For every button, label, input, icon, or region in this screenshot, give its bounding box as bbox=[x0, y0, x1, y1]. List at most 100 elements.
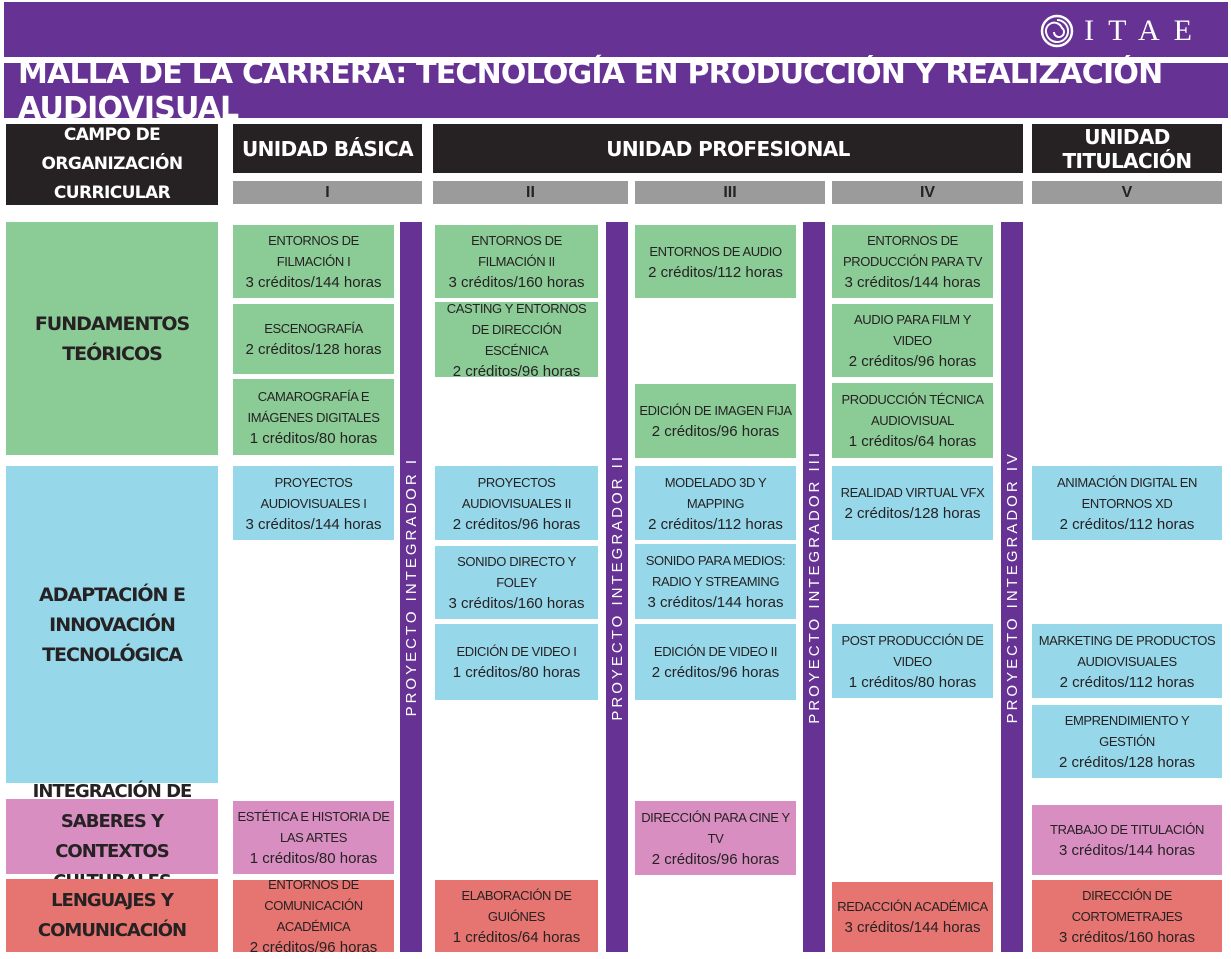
integrator-bar-iii: PROYECTO INTEGRADOR III bbox=[803, 222, 825, 952]
course-card: MARKETING DE PRODUCTOS AUDIOVISUALES 2 c… bbox=[1032, 624, 1222, 698]
category-adaptacion: ADAPTACIÓN E INNOVACIÓN TECNOLÓGICA bbox=[6, 466, 218, 783]
course-credits: 2 créditos/96 horas bbox=[249, 939, 378, 956]
course-card: ENTORNOS DE PRODUCCIÓN PARA TV 3 crédito… bbox=[832, 225, 993, 298]
course-credits: 3 créditos/144 horas bbox=[844, 274, 981, 291]
integrator-label: PROYECTO INTEGRADOR I bbox=[402, 457, 420, 717]
integrator-label: PROYECTO INTEGRADOR III bbox=[805, 450, 823, 724]
course-card: SONIDO DIRECTO Y FOLEY 3 créditos/160 ho… bbox=[435, 546, 598, 619]
course-card: MODELADO 3D Y MAPPING 2 créditos/112 hor… bbox=[635, 466, 796, 540]
course-title: MARKETING DE PRODUCTOS AUDIOVISUALES bbox=[1038, 632, 1216, 669]
course-credits: 2 créditos/96 horas bbox=[452, 515, 581, 533]
course-card: EDICIÓN DE VIDEO II 2 créditos/96 horas bbox=[635, 624, 796, 700]
header-unidad-profesional: UNIDAD PROFESIONAL bbox=[433, 124, 1023, 173]
course-credits: 2 créditos/112 horas bbox=[1059, 515, 1195, 533]
course-card: ESTÉTICA E HISTORIA DE LAS ARTES 1 crédi… bbox=[233, 801, 394, 874]
course-title: ELABORACIÓN DE GUIÓNES bbox=[461, 887, 572, 924]
integrator-bar-iv: PROYECTO INTEGRADOR IV bbox=[1001, 222, 1023, 952]
course-credits: 2 créditos/128 horas bbox=[245, 341, 382, 358]
course-title: ESTÉTICA E HISTORIA DE LAS ARTES bbox=[237, 809, 390, 845]
course-credits: 2 créditos/96 horas bbox=[651, 423, 780, 440]
course-title: DIRECCIÓN PARA CINE Y TV bbox=[641, 809, 790, 846]
course-title: TRABAJO DE TITULACIÓN bbox=[1050, 822, 1204, 837]
course-card: REDACCIÓN ACADÉMICA 3 créditos/144 horas bbox=[832, 882, 993, 952]
semester-ii: II bbox=[433, 181, 628, 204]
course-card: ENTORNOS DE FILMACIÓN I 3 créditos/144 h… bbox=[233, 225, 394, 298]
course-credits: 3 créditos/160 horas bbox=[1059, 928, 1195, 946]
course-card: ENTORNOS DE AUDIO 2 créditos/112 horas bbox=[635, 225, 796, 298]
course-card: EDICIÓN DE IMAGEN FIJA 2 créditos/96 hor… bbox=[635, 384, 796, 458]
course-credits: 1 créditos/80 horas bbox=[848, 673, 977, 691]
course-card: ENTORNOS DE COMUNICACIÓN ACADÉMICA 2 cré… bbox=[233, 877, 394, 956]
course-title: CASTING Y ENTORNOS DE DIRECCIÓN ESCÉNICA bbox=[446, 300, 587, 358]
header-campo: CAMPO DE ORGANIZACIÓN CURRICULAR bbox=[6, 124, 218, 205]
course-title: SONIDO DIRECTO Y FOLEY bbox=[457, 554, 576, 590]
course-title: EMPRENDIMIENTO Y GESTIÓN bbox=[1064, 713, 1190, 749]
course-title: ANIMACIÓN DIGITAL EN ENTORNOS XD bbox=[1056, 474, 1198, 511]
course-credits: 2 créditos/96 horas bbox=[848, 353, 977, 370]
course-credits: 3 créditos/144 horas bbox=[245, 274, 382, 291]
course-card: POST PRODUCCIÓN DE VIDEO 1 créditos/80 h… bbox=[832, 624, 993, 698]
course-card: ELABORACIÓN DE GUIÓNES 1 créditos/64 hor… bbox=[435, 880, 598, 952]
course-title: MODELADO 3D Y MAPPING bbox=[664, 474, 767, 511]
course-card: ESCENOGRAFÍA 2 créditos/128 horas bbox=[233, 304, 394, 374]
course-title: EDICIÓN DE IMAGEN FIJA bbox=[639, 403, 792, 418]
course-credits: 3 créditos/144 horas bbox=[1059, 842, 1195, 859]
course-title: CAMAROGRAFÍA E IMÁGENES DIGITALES bbox=[247, 388, 380, 425]
course-title: AUDIO PARA FILM Y VIDEO bbox=[854, 312, 971, 348]
course-card: DIRECCIÓN DE CORTOMETRAJES 3 créditos/16… bbox=[1032, 880, 1222, 952]
course-credits: 3 créditos/144 horas bbox=[245, 515, 382, 533]
course-credits: 2 créditos/112 horas bbox=[648, 263, 783, 281]
course-credits: 2 créditos/128 horas bbox=[844, 505, 981, 522]
course-title: REDACCIÓN ACADÉMICA bbox=[837, 899, 988, 914]
course-title: DIRECCIÓN DE CORTOMETRAJES bbox=[1071, 887, 1183, 924]
course-card: REALIDAD VIRTUAL VFX 2 créditos/128 hora… bbox=[832, 466, 993, 540]
course-card: TRABAJO DE TITULACIÓN 3 créditos/144 hor… bbox=[1032, 805, 1222, 875]
semester-v: V bbox=[1032, 181, 1222, 204]
course-card: PRODUCCIÓN TÉCNICA AUDIOVISUAL 1 crédito… bbox=[832, 383, 993, 458]
semester-i: I bbox=[233, 181, 422, 204]
course-credits: 3 créditos/144 horas bbox=[647, 594, 784, 611]
header-unidad-basica: UNIDAD BÁSICA bbox=[233, 124, 422, 173]
course-title: ENTORNOS DE FILMACIÓN II bbox=[471, 233, 562, 269]
course-title: ENTORNOS DE AUDIO bbox=[649, 243, 782, 259]
course-title: PRODUCCIÓN TÉCNICA AUDIOVISUAL bbox=[841, 392, 984, 428]
integrator-bar-ii: PROYECTO INTEGRADOR II bbox=[606, 222, 628, 952]
course-credits: 2 créditos/128 horas bbox=[1059, 754, 1195, 771]
course-card: ANIMACIÓN DIGITAL EN ENTORNOS XD 2 crédi… bbox=[1032, 466, 1222, 540]
course-card: EDICIÓN DE VIDEO I 1 créditos/80 horas bbox=[435, 624, 598, 700]
course-title: EDICIÓN DE VIDEO II bbox=[653, 644, 778, 659]
itae-logo: ITAE bbox=[1040, 14, 1206, 48]
course-card: AUDIO PARA FILM Y VIDEO 2 créditos/96 ho… bbox=[832, 304, 993, 377]
top-banner: ITAE bbox=[4, 2, 1228, 57]
course-credits: 2 créditos/96 horas bbox=[651, 664, 780, 681]
course-credits: 3 créditos/160 horas bbox=[448, 274, 585, 291]
course-card: ENTORNOS DE FILMACIÓN II 3 créditos/160 … bbox=[435, 225, 598, 298]
course-credits: 2 créditos/112 horas bbox=[648, 515, 783, 533]
course-card: PROYECTOS AUDIOVISUALES I 3 créditos/144… bbox=[233, 466, 394, 540]
course-credits: 2 créditos/96 horas bbox=[651, 850, 780, 868]
logo-text: ITAE bbox=[1084, 14, 1206, 47]
integrator-label: PROYECTO INTEGRADOR IV bbox=[1003, 450, 1021, 724]
course-title: ENTORNOS DE FILMACIÓN I bbox=[268, 233, 359, 269]
course-title: EDICIÓN DE VIDEO I bbox=[456, 644, 577, 659]
course-credits: 1 créditos/80 horas bbox=[249, 850, 378, 867]
course-credits: 3 créditos/160 horas bbox=[448, 595, 585, 612]
course-card: PROYECTOS AUDIOVISUALES II 2 créditos/96… bbox=[435, 466, 598, 540]
course-title: PROYECTOS AUDIOVISUALES I bbox=[260, 474, 367, 511]
course-title: REALIDAD VIRTUAL VFX bbox=[840, 485, 985, 500]
course-title: ENTORNOS DE PRODUCCIÓN PARA TV bbox=[843, 233, 982, 269]
category-integracion: INTEGRACIÓN DE SABERES Y CONTEXTOS CULTU… bbox=[6, 781, 218, 892]
course-card: DIRECCIÓN PARA CINE Y TV 2 créditos/96 h… bbox=[635, 801, 796, 875]
semester-iii: III bbox=[635, 181, 825, 204]
header-unidad-titulacion: UNIDAD TITULACIÓN bbox=[1032, 124, 1222, 173]
page-title: MALLA DE LA CARRERA: TECNOLOGÍA EN PRODU… bbox=[4, 56, 1228, 126]
course-credits: 2 créditos/112 horas bbox=[1059, 673, 1195, 691]
integrator-label: PROYECTO INTEGRADOR II bbox=[608, 453, 626, 721]
course-credits: 2 créditos/96 horas bbox=[452, 362, 581, 380]
category-lenguajes: LENGUAJES Y COMUNICACIÓN bbox=[6, 879, 218, 952]
course-card: SONIDO PARA MEDIOS: RADIO Y STREAMING 3 … bbox=[635, 544, 796, 619]
course-credits: 1 créditos/80 horas bbox=[452, 664, 581, 681]
course-card: CASTING Y ENTORNOS DE DIRECCIÓN ESCÉNICA… bbox=[435, 301, 598, 380]
course-credits: 3 créditos/144 horas bbox=[844, 919, 981, 936]
course-card: CAMAROGRAFÍA E IMÁGENES DIGITALES 1 créd… bbox=[233, 379, 394, 455]
